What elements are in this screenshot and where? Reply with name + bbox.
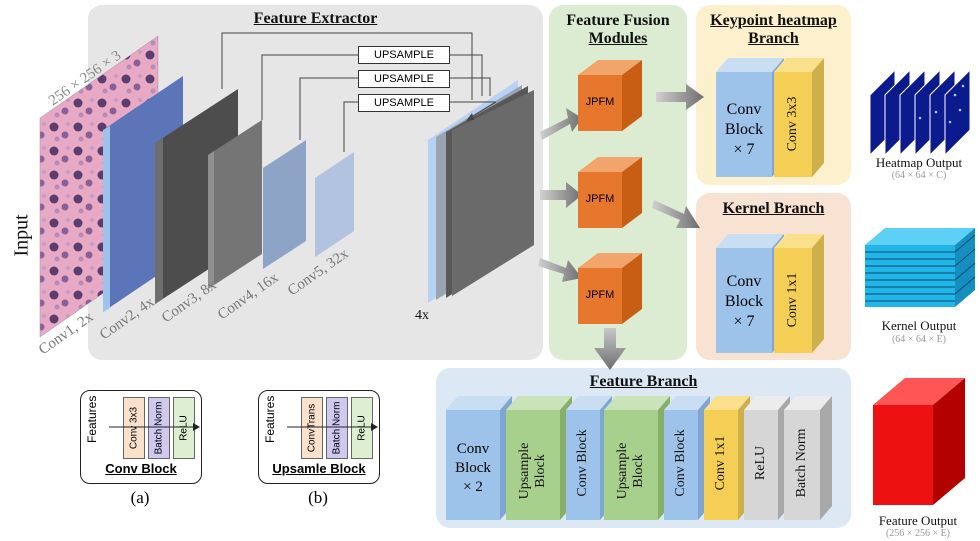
kn-cb-line2: Block: [724, 293, 764, 310]
kernel-conv1x1-text: Conv 1x1: [785, 272, 800, 328]
upsample-box-2: UPSAMPLE: [358, 70, 450, 88]
kernel-output-label: Kernel Output: [881, 318, 957, 333]
legend-conv-name: Conv Block: [105, 461, 177, 476]
upsample-box-3: UPSAMPLE: [358, 94, 450, 112]
fb-conv-block-2-text: Conv Block: [673, 429, 688, 497]
kernel-conv-block-text: Conv Block × 7: [716, 272, 772, 332]
keypoint-title-line1: Keypoint heatmap: [710, 12, 837, 29]
kernel-conv1x1: [774, 234, 824, 353]
feature-extractor-title: Feature Extractor: [253, 10, 378, 27]
jpfm-cube-1: [578, 60, 642, 131]
arrow-to-jpfm3: [538, 258, 582, 282]
kernel-branch-title: Kernel Branch: [722, 200, 825, 217]
upsample-box-1: UPSAMPLE: [358, 46, 450, 64]
fb-conv1x1-text: Conv 1x1: [713, 435, 728, 491]
fusion-title-line1: Feature Fusion: [566, 12, 670, 29]
feature-output-cube: [873, 378, 965, 505]
heatmap-output-dims: (64 × 64 × C): [891, 170, 947, 181]
legend-conv-tag: (a): [130, 488, 150, 507]
kp-cb-line2: Block: [724, 121, 764, 138]
legend-conv-part2: Batch Norm: [148, 397, 170, 459]
keypoint-title-line2: Branch: [748, 30, 799, 47]
feature-output-label: Feature Output: [878, 513, 958, 528]
arrow-jpfm3-to-feature: [594, 328, 626, 370]
legend-up-tag: (b): [308, 488, 328, 507]
conv3-layer: [208, 120, 262, 289]
kn-cb-line1: Conv: [726, 273, 762, 290]
arrow-to-jpfm1: [540, 108, 582, 140]
legend-up-features: Features: [263, 395, 277, 443]
kp-cb-line3: × 7: [733, 141, 755, 158]
legend-conv-features: Features: [85, 395, 99, 443]
keypoint-conv3x3: [774, 58, 824, 177]
jpfm-label-1: JPFM: [585, 96, 615, 108]
fb-conv-block-1: [566, 396, 612, 520]
legend-conv-part1: Conv 3x3: [123, 397, 145, 459]
fb-relu-text: ReLU: [753, 445, 768, 481]
feature-extractor-diagram: [39, 32, 534, 338]
kn-cb-line3: × 7: [733, 313, 755, 330]
legend-upsample-block: Features ConvTrans Batch Norm ReLU Upsam…: [258, 390, 380, 484]
fb-upsample-2-text: Upsample Block: [615, 442, 646, 500]
stack-4x-label: 4x: [415, 308, 429, 323]
jpfm-cube-2: [578, 157, 642, 228]
feature-branch-title: Feature Branch: [589, 373, 698, 390]
kp-cb-line1: Conv: [726, 101, 762, 118]
heatmap-output-stack: [869, 68, 971, 157]
fb-batchnorm: [784, 396, 832, 520]
conv5-layer: [315, 152, 354, 257]
feature-output-dims: (256 × 256 × E): [885, 528, 951, 539]
fusion-title-line2: Modules: [588, 30, 648, 47]
legend-up-part1: ConvTrans: [301, 397, 323, 459]
fb-batchnorm-text: Batch Norm: [794, 428, 809, 498]
legend-up-arrow: [287, 423, 378, 431]
fb-upsample-1-text: Upsample Block: [517, 442, 548, 500]
fb-conv-block-x2-text: Conv Block × 2: [446, 440, 500, 497]
fb-conv-block-1-text: Conv Block: [575, 429, 590, 497]
fb-cb-line3: × 2: [463, 479, 483, 495]
arrow-jpfm2-to-kernel: [652, 200, 700, 228]
keypoint-conv3x3-text: Conv 3x3: [785, 96, 800, 152]
keypoint-conv-block-text: Conv Block × 7: [716, 100, 772, 160]
legend-up-name: Upsamle Block: [272, 461, 366, 476]
conv4-layer: [263, 140, 306, 269]
legend-up-part2: Batch Norm: [326, 397, 348, 459]
jpfm-label-3: JPFM: [585, 289, 615, 301]
kernel-output-dims: (64 × 64 × E): [891, 334, 947, 345]
heatmap-output-label: Heatmap Output: [875, 155, 963, 170]
jpfm-label-2: JPFM: [585, 193, 615, 205]
jpfm-cube-3: [578, 253, 642, 324]
fb-cb-line1: Conv: [456, 441, 490, 457]
legend-conv-arrow: [109, 423, 200, 431]
arrow-to-jpfm2: [540, 182, 582, 208]
legend-conv-block: Features Conv 3x3 Batch Norm ReLU Conv B…: [80, 390, 202, 484]
arrow-jpfm1-to-keypoint: [656, 84, 704, 110]
kernel-output-stack: [865, 228, 976, 307]
fb-cb-line2: Block: [455, 460, 491, 476]
